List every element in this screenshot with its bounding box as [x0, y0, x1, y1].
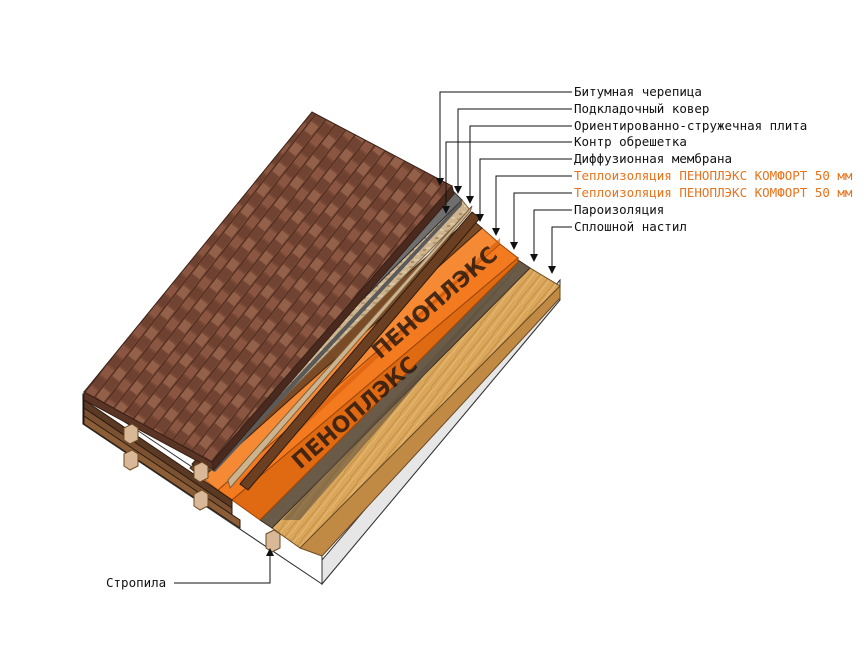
- label-sheathing: Сплошной настил: [574, 219, 687, 234]
- rafter: [123, 423, 139, 445]
- rafter: [123, 449, 139, 471]
- layer-edges-front: [83, 399, 241, 529]
- label-insulation-2: Теплоизоляция ПЕНОПЛЭКС КОМФОРТ 50 мм: [574, 185, 853, 200]
- label-membrane: Диффузионная мембрана: [574, 151, 732, 166]
- label-counter-batten: Контр обрешетка: [574, 134, 687, 149]
- leader-sheathing: [548, 226, 572, 274]
- label-shingles: Битумная черепица: [574, 84, 702, 99]
- rafter: [193, 461, 209, 483]
- leader-osb: [466, 125, 572, 204]
- rafter: [193, 489, 209, 511]
- leader-vapor-barrier: [530, 209, 572, 262]
- label-underlay: Подкладочный ковер: [574, 101, 709, 116]
- layer-labels: Битумная черепица Подкладочный ковер Ори…: [436, 84, 853, 274]
- leader-insulation-2: [510, 192, 572, 250]
- leader-counter-batten: [442, 141, 572, 214]
- leader-shingles: [436, 91, 572, 186]
- rafter: [265, 529, 281, 553]
- label-insulation-1: Теплоизоляция ПЕНОПЛЭКС КОМФОРТ 50 мм: [574, 168, 853, 183]
- leader-underlay: [454, 108, 572, 194]
- rafters: [123, 423, 281, 553]
- leader-insulation-1: [492, 175, 572, 236]
- leader-rafters: Стропила: [106, 548, 274, 590]
- label-vapor-barrier: Пароизоляция: [574, 202, 664, 217]
- leader-membrane: [476, 158, 572, 222]
- label-rafters: Стропила: [106, 575, 166, 590]
- label-osb: Ориентированно-стружечная плита: [574, 118, 807, 133]
